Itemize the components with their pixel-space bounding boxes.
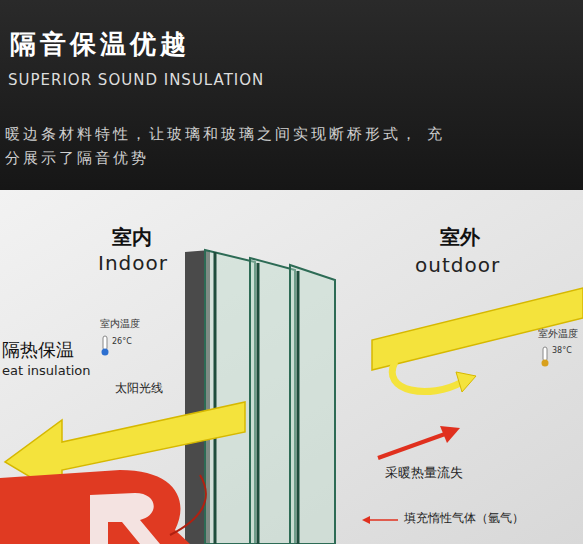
pane-edge [257,263,260,544]
title: 隔音保温优越 [10,30,190,60]
gas-label: 填充惰性气体（氩气） [404,512,524,526]
side-heading-en: outdoor [415,254,500,277]
temp-label: 室内温度 [100,318,140,330]
temp-value: 38°C [552,346,572,355]
heat-curve [170,475,206,535]
thermometer-icon [542,347,549,367]
header-band [0,0,583,190]
heat-shape-mark [90,493,160,544]
ground [0,190,583,544]
reflection-head [456,372,476,392]
temp-value: 26°C [112,337,132,346]
feature-label: 隔热保温 [2,340,74,361]
subtitle: SUPERIOR SOUND INSULATION [8,72,264,89]
heat-shape [0,470,190,544]
reflection-arrow [392,362,462,392]
glass-pane [250,258,295,544]
feature-label-en: eat insulation [2,364,91,379]
heat-loss-arrow [378,434,445,458]
side-heading-en: Indoor [98,252,168,275]
temp-label: 室外温度 [538,328,578,340]
description: 暖边条材料特性，让玻璃和玻璃之间实现断桥形式， 充分展示了隔音优势 [5,122,445,170]
glass-pane [205,250,255,544]
pane-edge [297,271,300,544]
leader-head [362,516,370,524]
pane-edge [214,252,217,544]
sun-ray-arrow [372,288,583,370]
leader-line [368,519,398,521]
side-heading: 室外 [440,226,480,249]
heat-loss-label: 采暖热量流失 [385,466,463,481]
side-heading: 室内 [112,226,152,249]
heat-loss-head [440,426,460,443]
thermometer-icon [102,336,109,356]
ray-label: 太阳光线 [115,382,163,396]
glass-pane [290,265,335,544]
